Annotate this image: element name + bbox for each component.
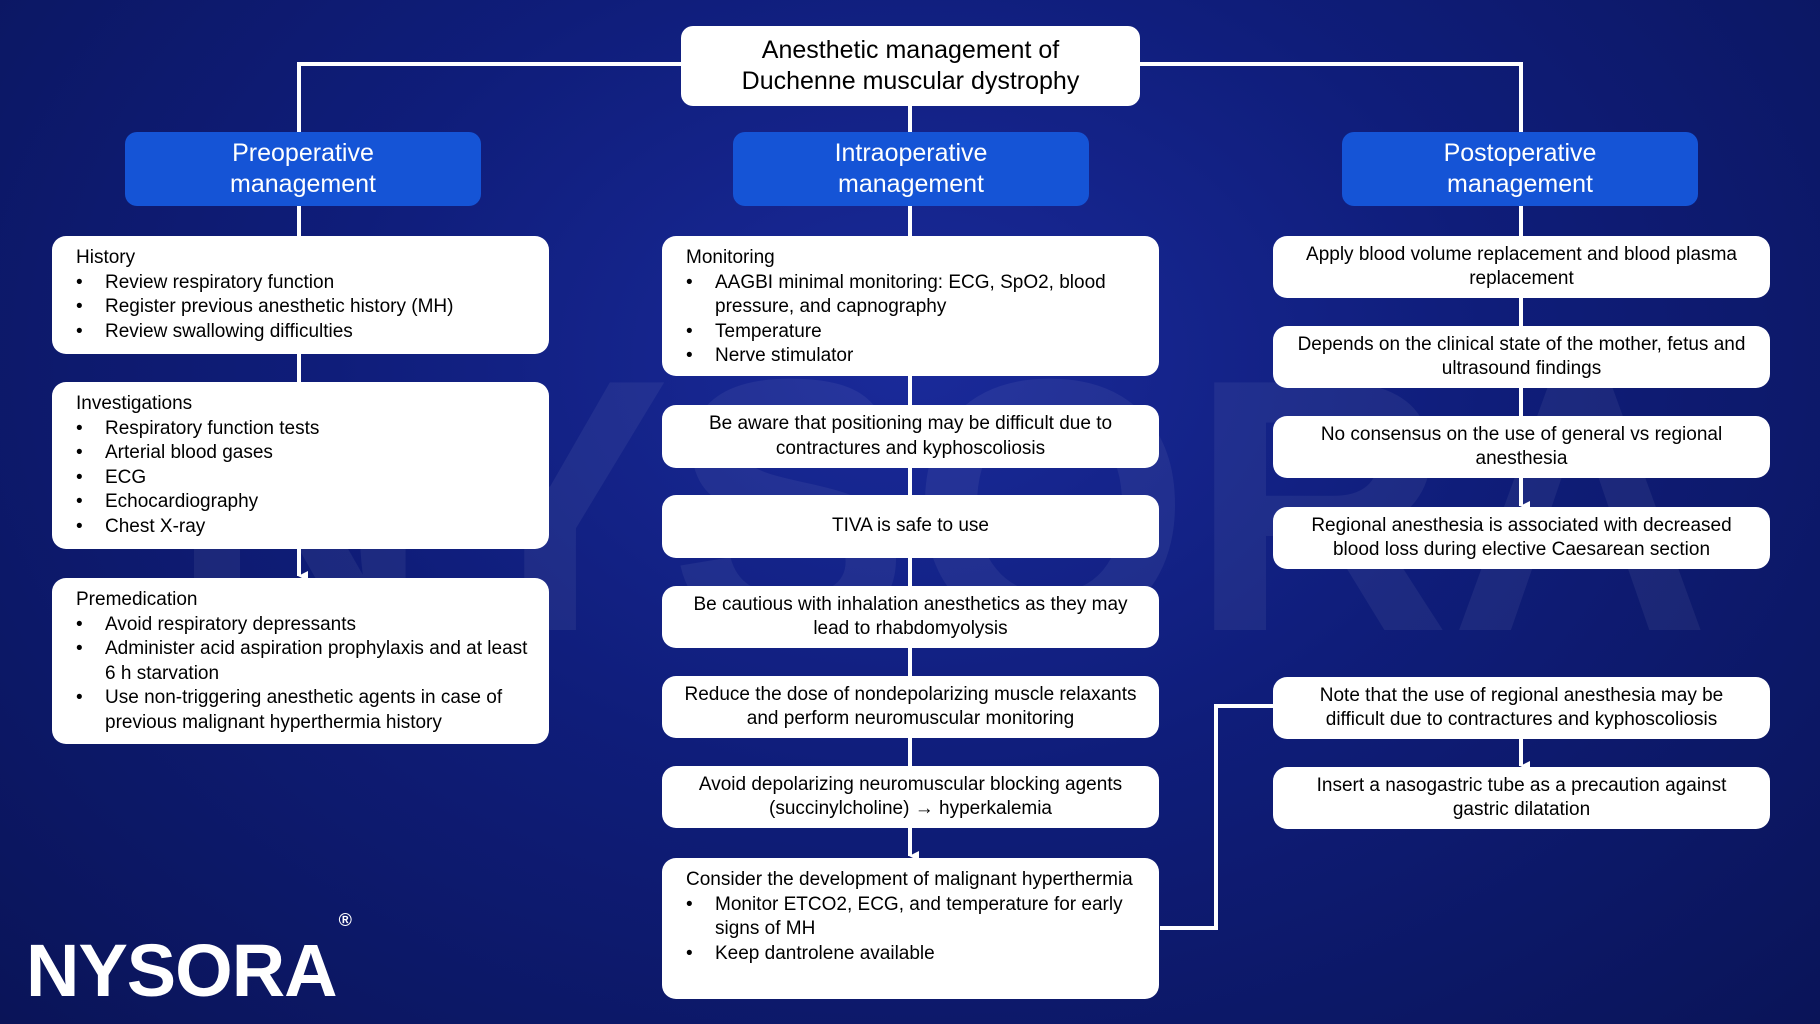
intra-inhalation-box: Be cautious with inhalation anesthetics … <box>662 586 1159 648</box>
list-item: Arterial blood gases <box>76 441 529 466</box>
pre-premedication-box: Premedication Avoid respiratory depressa… <box>52 578 549 744</box>
title-line-1: Anesthetic management of <box>761 36 1060 64</box>
intra-monitoring-head: Monitoring <box>686 247 775 268</box>
list-item: Temperature <box>686 320 1139 345</box>
nysora-logo: NYSORA® <box>26 911 352 1008</box>
list-item: Register previous anesthetic history (MH… <box>76 295 529 320</box>
intra-nondepolarizing-text: Reduce the dose of nondepolarizing muscl… <box>684 683 1137 730</box>
connector-title-pre <box>297 62 681 132</box>
post-nasogastric-box: Insert a nasogastric tube as a precautio… <box>1273 767 1770 829</box>
post-blood-volume-text: Apply blood volume replacement and blood… <box>1306 243 1737 290</box>
registered-mark: ® <box>338 910 352 931</box>
connector-title-post <box>1140 62 1523 132</box>
header-intraoperative: Intraoperative management <box>733 132 1089 206</box>
diagram-title: Anesthetic management of Duchenne muscul… <box>681 26 1140 106</box>
post-regional-difficult-box: Note that the use of regional anesthesia… <box>1273 677 1770 739</box>
post-consensus-box: No consensus on the use of general vs re… <box>1273 416 1770 478</box>
pre-investigations-box: Investigations Respiratory function test… <box>52 382 549 549</box>
header-postoperative: Postoperative management <box>1342 132 1698 206</box>
list-item: Keep dantrolene available <box>686 942 1139 967</box>
post-clinical-state-box: Depends on the clinical state of the mot… <box>1273 326 1770 388</box>
connector-mh-post <box>1160 704 1273 930</box>
list-item: Chest X-ray <box>76 515 529 540</box>
post-nasogastric-text: Insert a nasogastric tube as a precautio… <box>1316 774 1727 821</box>
post-regional-blood-loss-box: Regional anesthesia is associated with d… <box>1273 507 1770 569</box>
post-regional-blood-loss-text: Regional anesthesia is associated with d… <box>1311 514 1732 561</box>
header-post-line-2: management <box>1447 170 1593 198</box>
intra-mh-head: Consider the development of malignant hy… <box>686 869 1133 890</box>
pre-investigations-head: Investigations <box>76 393 193 414</box>
post-consensus-text: No consensus on the use of general vs re… <box>1320 423 1723 470</box>
list-item: Review respiratory function <box>76 271 529 296</box>
intra-monitoring-box: Monitoring AAGBI minimal monitoring: ECG… <box>662 236 1159 376</box>
logo-text: NYSORA <box>26 929 338 1012</box>
intra-tiva-text: TIVA is safe to use <box>831 515 989 537</box>
list-item: Nerve stimulator <box>686 344 1139 369</box>
list-item: ECG <box>76 466 529 491</box>
header-pre-line-2: management <box>230 170 376 198</box>
list-item: Use non-triggering anesthetic agents in … <box>76 686 529 735</box>
post-blood-volume-box: Apply blood volume replacement and blood… <box>1273 236 1770 298</box>
list-item: Review swallowing difficulties <box>76 320 529 345</box>
intra-positioning-text: Be aware that positioning may be difficu… <box>708 413 1113 459</box>
intra-mh-box: Consider the development of malignant hy… <box>662 858 1159 999</box>
intra-depolarizing-box: Avoid depolarizing neuromuscular blockin… <box>662 766 1159 828</box>
pre-history-box: History Review respiratory function Regi… <box>52 236 549 354</box>
header-post-line-1: Postoperative <box>1443 139 1597 167</box>
list-item: Monitor ETCO2, ECG, and temperature for … <box>686 893 1139 942</box>
list-item: Administer acid aspiration prophylaxis a… <box>76 637 529 686</box>
list-item: Avoid respiratory depressants <box>76 613 529 638</box>
intra-inhalation-text: Be cautious with inhalation anesthetics … <box>693 593 1128 640</box>
pre-premedication-head: Premedication <box>76 589 198 610</box>
intra-positioning-box: Be aware that positioning may be difficu… <box>662 405 1159 468</box>
list-item: Echocardiography <box>76 490 529 515</box>
post-regional-difficult-text: Note that the use of regional anesthesia… <box>1319 684 1724 731</box>
intra-nondepolarizing-box: Reduce the dose of nondepolarizing muscl… <box>662 676 1159 738</box>
header-pre-line-1: Preoperative <box>232 139 374 167</box>
list-item: AAGBI minimal monitoring: ECG, SpO2, blo… <box>686 271 1139 320</box>
title-line-2: Duchenne muscular dystrophy <box>741 67 1080 95</box>
pre-history-head: History <box>76 247 136 268</box>
header-intra-line-1: Intraoperative <box>834 139 988 167</box>
header-preoperative: Preoperative management <box>125 132 481 206</box>
list-item: Respiratory function tests <box>76 417 529 442</box>
post-clinical-state-text: Depends on the clinical state of the mot… <box>1297 333 1746 380</box>
intra-depolarizing-text: Avoid depolarizing neuromuscular blockin… <box>698 773 1123 820</box>
header-intra-line-2: management <box>838 170 984 198</box>
intra-tiva-box: TIVA is safe to use <box>662 495 1159 558</box>
